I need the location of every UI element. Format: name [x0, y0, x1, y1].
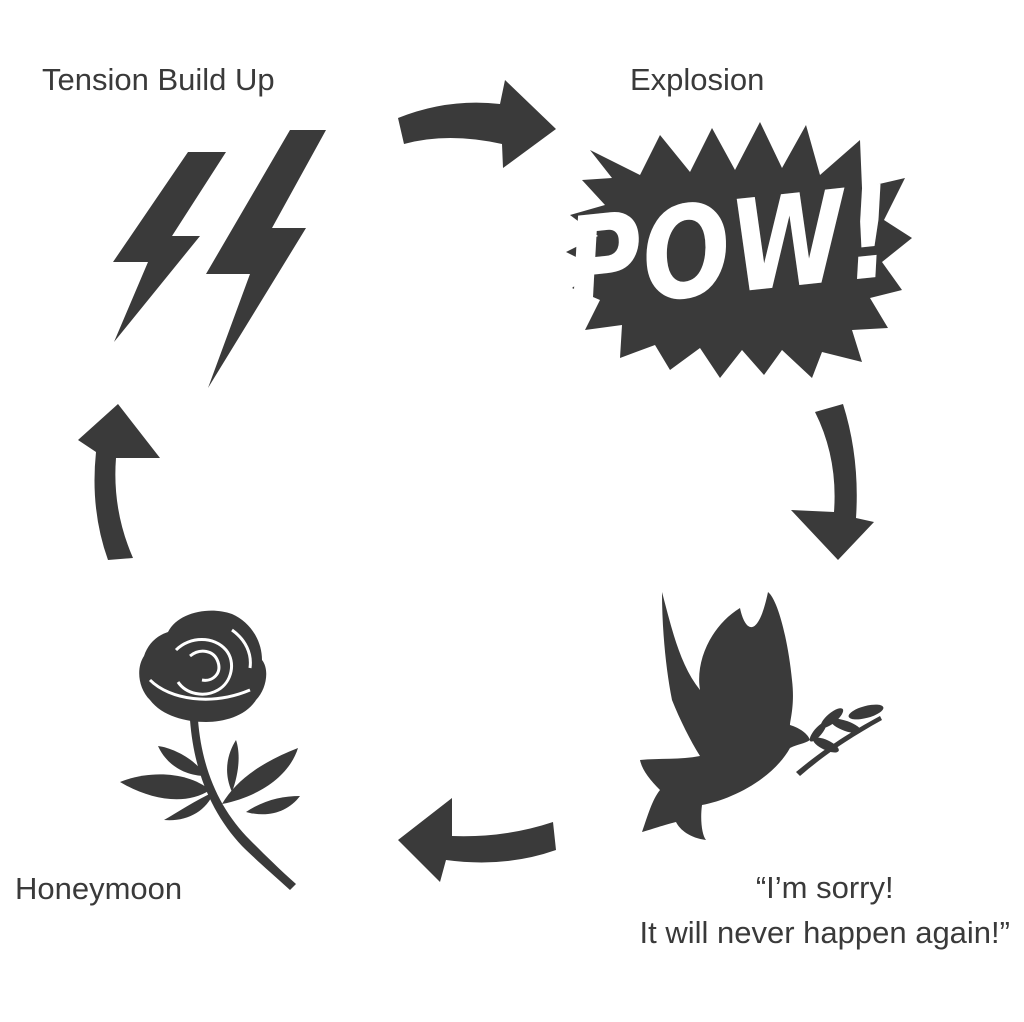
arrow-bottom [398, 798, 556, 882]
arrow-top [398, 80, 556, 168]
rose-bloom [139, 610, 267, 722]
apology-line-2: It will never happen again!” [639, 914, 1010, 950]
stage-label-honeymoon: Honeymoon [15, 871, 183, 906]
rose-icon [120, 610, 300, 890]
dove-body [640, 592, 810, 840]
olive-leaf [830, 718, 862, 734]
arrow-left [78, 404, 160, 560]
olive-leaf [820, 708, 844, 728]
pow-text: POW! [559, 159, 901, 340]
dove-icon [640, 592, 884, 840]
olive-leaf [809, 722, 827, 742]
stage-label-tension: Tension Build Up [42, 62, 275, 97]
lightning-icon [113, 130, 326, 388]
rose-leaf [120, 774, 210, 800]
lightning-bolt-right [206, 130, 326, 388]
pow-burst [566, 122, 912, 378]
rose-leaf [246, 796, 300, 815]
rose-leaf [158, 746, 206, 776]
stage-label-apology: “I’m sorry! It will never happen again!” [639, 866, 1010, 956]
rose-leaf [164, 792, 214, 821]
pow-icon: POW! [559, 122, 912, 378]
rose-leaf [227, 740, 239, 792]
lightning-bolt-left [113, 152, 226, 342]
arrow-right [791, 404, 874, 560]
rose-leaf [222, 748, 298, 804]
stage-label-explosion: Explosion [630, 62, 765, 97]
olive-leaf [848, 704, 884, 720]
olive-leaf [813, 737, 839, 753]
apology-line-1: “I’m sorry! [755, 870, 894, 905]
